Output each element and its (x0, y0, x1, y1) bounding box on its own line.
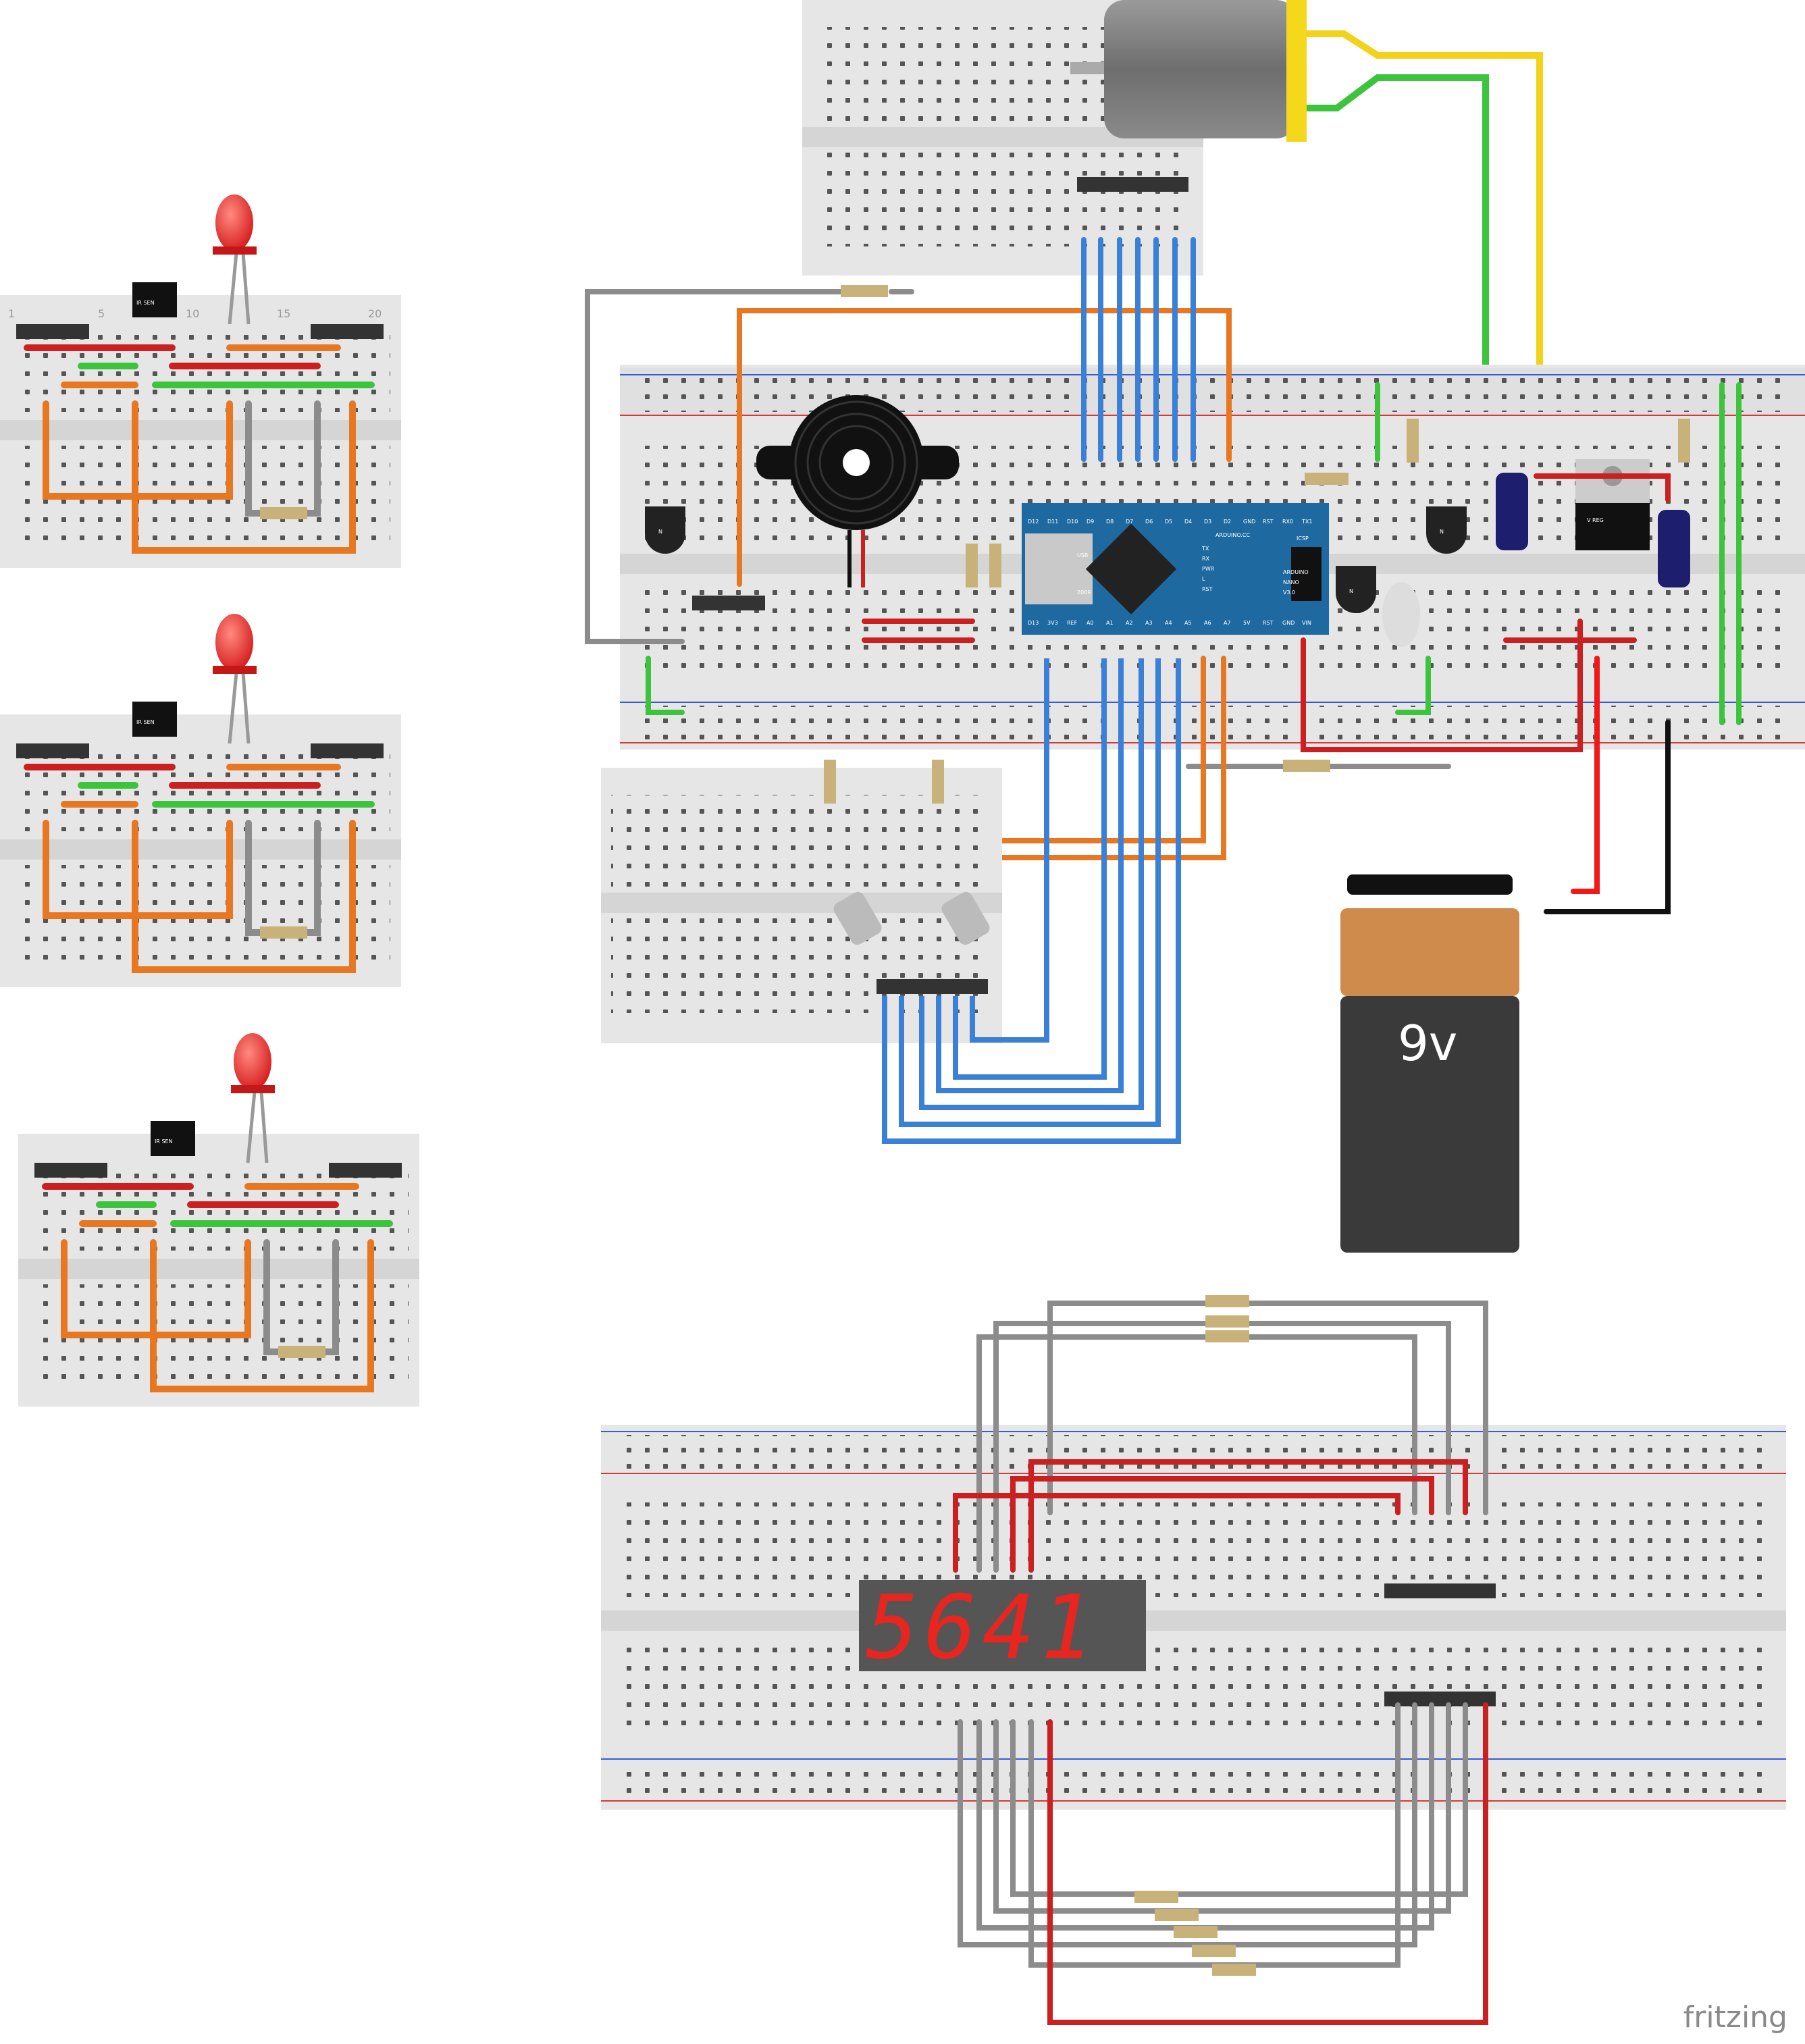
arduino-pin-label: RX0 (1282, 519, 1293, 525)
arduino-top-pin-labels: D12 D11 D10 D9 D8 D7 D6 D5 D4 D3 D2 GND RST RX0 TX1 (1028, 519, 1312, 525)
arduino-pin-label: D3 (1204, 519, 1211, 525)
pin-header (16, 324, 89, 339)
transistor-label: N (1349, 588, 1353, 594)
arduino-label: TX (1201, 546, 1209, 552)
servo-breadboard (601, 658, 1181, 1144)
capacitor (1496, 473, 1528, 550)
arduino-pin-label: D7 (1126, 519, 1133, 525)
arduino-label: L (1202, 576, 1205, 582)
column-label: 5 (98, 307, 105, 320)
transistors: N N N (645, 506, 1467, 613)
display-digits: 5641 (866, 1576, 1099, 1679)
arduino-label: RST (1202, 586, 1213, 592)
ir-sensor (132, 702, 177, 737)
usb-connector (1025, 533, 1093, 604)
arduino-pin-label: D8 (1106, 519, 1114, 525)
buzzer (756, 395, 959, 587)
arduino-pin-label: D11 (1047, 519, 1058, 525)
ir-sensor (151, 1121, 195, 1156)
arduino-label: RX (1202, 556, 1210, 562)
arduino-pin-label: D2 (1224, 519, 1231, 525)
column-labels: 1 (8, 307, 15, 320)
arduino-label: ICSP (1297, 535, 1309, 542)
seven-segment-display: 5641 (859, 1576, 1146, 1679)
pin-header (1077, 177, 1188, 192)
arduino-label: V3.0 (1283, 589, 1295, 596)
arduino-pin-label: A2 (1126, 620, 1133, 626)
arduino-pin-label: D12 (1028, 519, 1039, 525)
dc-motor (1070, 0, 1543, 594)
small-breadboard-3: IR SEN (18, 1033, 419, 1407)
ir-sensor (132, 282, 177, 317)
arduino-pin-label: 5V (1243, 620, 1251, 626)
small-breadboard-2: IR SEN (0, 614, 401, 987)
arduino-pin-label: 3V3 (1047, 620, 1058, 626)
pin-header (311, 324, 384, 339)
arduino-label: ARDUINO (1283, 569, 1309, 575)
column-label: 10 (186, 307, 199, 320)
arduino-pin-label: RST (1263, 519, 1274, 525)
arduino-pin-label: A1 (1106, 620, 1114, 626)
pin-header (692, 596, 765, 610)
arduino-pin-label: REF (1067, 620, 1078, 626)
arduino-pin-label: A7 (1224, 620, 1231, 626)
ir-sensor-label: IR SEN (136, 719, 155, 725)
battery-label: 9v (1398, 1015, 1457, 1072)
arduino-label: PWR (1202, 566, 1215, 572)
ir-sensor-label: IR SEN (155, 1138, 173, 1145)
arduino-pin-label: A6 (1204, 620, 1211, 626)
arduino-pin-label: D9 (1087, 519, 1094, 525)
fritzing-credit: fritzing (1683, 2000, 1787, 2035)
capacitor (1658, 510, 1690, 587)
small-breadboard-1: 1 5 10 15 20 IR SEN (0, 194, 401, 568)
microcontroller-chip (1085, 523, 1177, 614)
arduino-pin-label: D13 (1028, 620, 1039, 626)
column-label: 20 (368, 307, 382, 320)
arduino-pin-label: D10 (1067, 519, 1078, 525)
tilt-sensor (941, 891, 990, 945)
battery-9v: 9v (1340, 874, 1519, 1253)
main-board-wires (585, 237, 1742, 914)
arduino-pin-label: VIN (1302, 620, 1311, 626)
column-label: 15 (277, 307, 290, 320)
arduino-label: USB (1077, 552, 1088, 558)
arduino-pin-label: D5 (1165, 519, 1172, 525)
resistors (824, 285, 1690, 1976)
arduino-bottom-pin-labels: D13 3V3 REF A0 A1 A2 A3 A4 A5 A6 A7 5V RST GND VIN (1028, 620, 1311, 626)
arduino-pin-label: A4 (1165, 620, 1172, 626)
arduino-pin-label: D6 (1145, 519, 1153, 525)
arduino-pin-label: GND (1243, 519, 1255, 525)
transistor-label: N (1440, 529, 1444, 535)
red-led (215, 614, 253, 671)
arduino-pin-label: A0 (1087, 620, 1094, 626)
red-led (215, 194, 253, 251)
ir-led (1382, 582, 1420, 647)
arduino-pin-label: A3 (1145, 620, 1153, 626)
display-wires (953, 1301, 1488, 2025)
arduino-pin-label: TX1 (1301, 519, 1312, 525)
ir-sensor-label: IR SEN (136, 300, 155, 306)
display-breadboard (601, 1425, 1786, 1810)
arduino-label: NANO (1283, 579, 1299, 585)
transistor-label: N (658, 529, 662, 535)
arduino-pin-label: RST (1263, 620, 1274, 626)
tilt-sensor (833, 891, 882, 945)
arduino-pin-label: D4 (1184, 519, 1192, 525)
red-led (234, 1033, 271, 1090)
resistor (260, 507, 307, 519)
regulator-label: V REG (1587, 517, 1604, 523)
arduino-pin-label: GND (1282, 620, 1294, 626)
voltage-regulator: V REG (1575, 459, 1650, 550)
arduino-label: 2009 (1077, 589, 1091, 596)
arduino-pin-label: A5 (1184, 620, 1192, 626)
arduino-brand-label: ARDUINO.CC (1215, 532, 1250, 538)
